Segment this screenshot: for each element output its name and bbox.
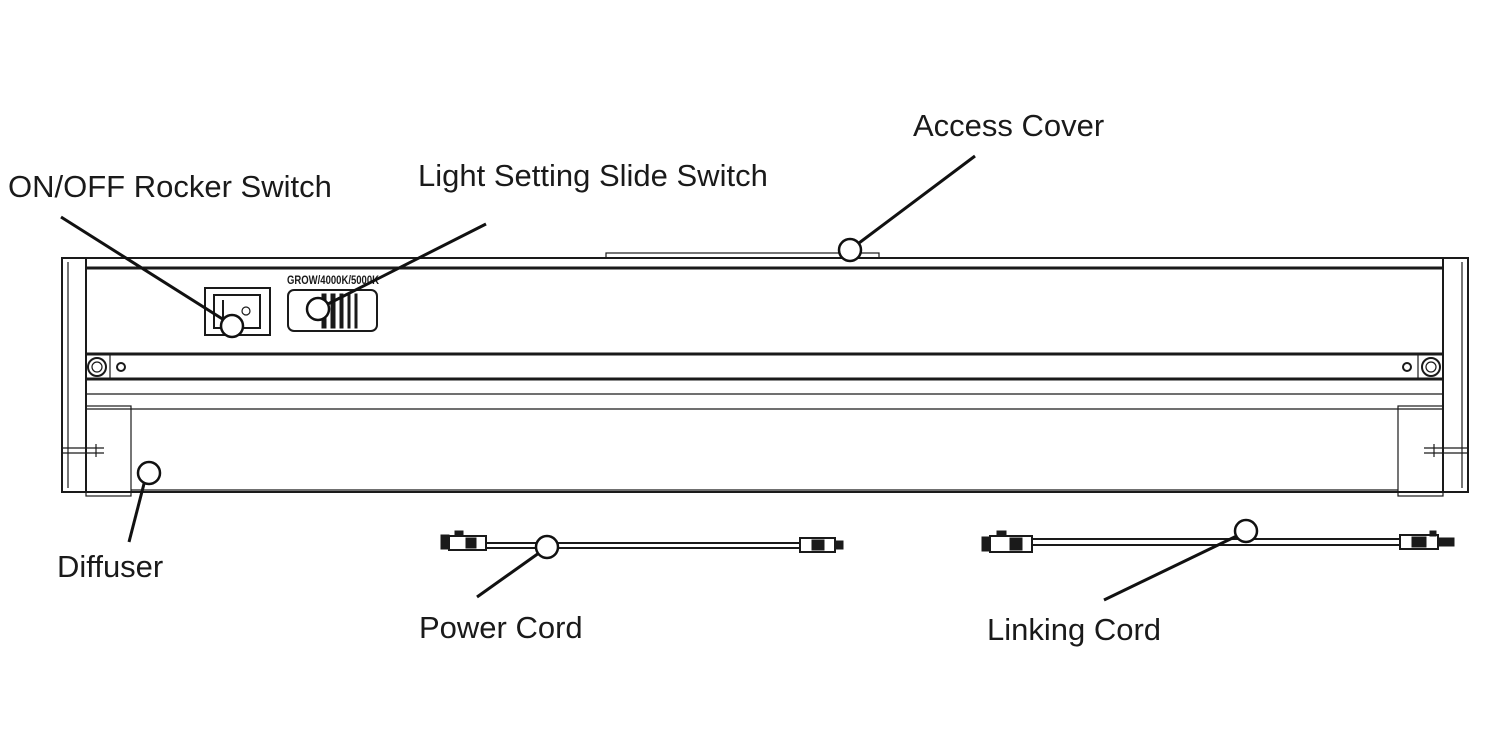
fixture-body <box>61 252 1469 497</box>
access-cover-marker <box>837 237 863 263</box>
slide-switch-print: GROW/4000K/5000K <box>287 273 379 287</box>
rocker-switch-label: ON/OFF Rocker Switch <box>8 169 332 204</box>
access-cover-strip <box>605 252 880 259</box>
access-cover-callout: Access Cover <box>837 108 1104 263</box>
slide-switch-marker <box>305 296 331 322</box>
slide-switch-callout: Light Setting Slide Switch <box>305 158 768 322</box>
power-cord-marker <box>534 534 560 560</box>
power-cord <box>440 530 844 553</box>
linking-cord-callout: Linking Cord <box>987 518 1259 647</box>
access-cover-label: Access Cover <box>913 108 1104 143</box>
housing-outline <box>61 257 1469 493</box>
power-cord-callout: Power Cord <box>419 534 583 645</box>
slide-switch-label: Light Setting Slide Switch <box>418 158 768 193</box>
rocker-switch-callout: ON/OFF Rocker Switch <box>8 169 332 339</box>
mounting-strip <box>86 352 1443 410</box>
left-end-cap <box>62 258 132 497</box>
linking-cord-label: Linking Cord <box>987 612 1161 647</box>
power-cord-label: Power Cord <box>419 610 583 645</box>
diffuser-marker <box>136 460 162 486</box>
right-end-cap <box>1397 258 1468 497</box>
diffuser-callout: Diffuser <box>57 460 163 584</box>
rocker-switch-marker <box>219 313 245 339</box>
screw-left <box>87 357 126 377</box>
diffuser-label: Diffuser <box>57 549 163 584</box>
linking-cord-marker <box>1233 518 1259 544</box>
screw-right <box>1402 357 1441 377</box>
linking-cord <box>981 530 1455 553</box>
